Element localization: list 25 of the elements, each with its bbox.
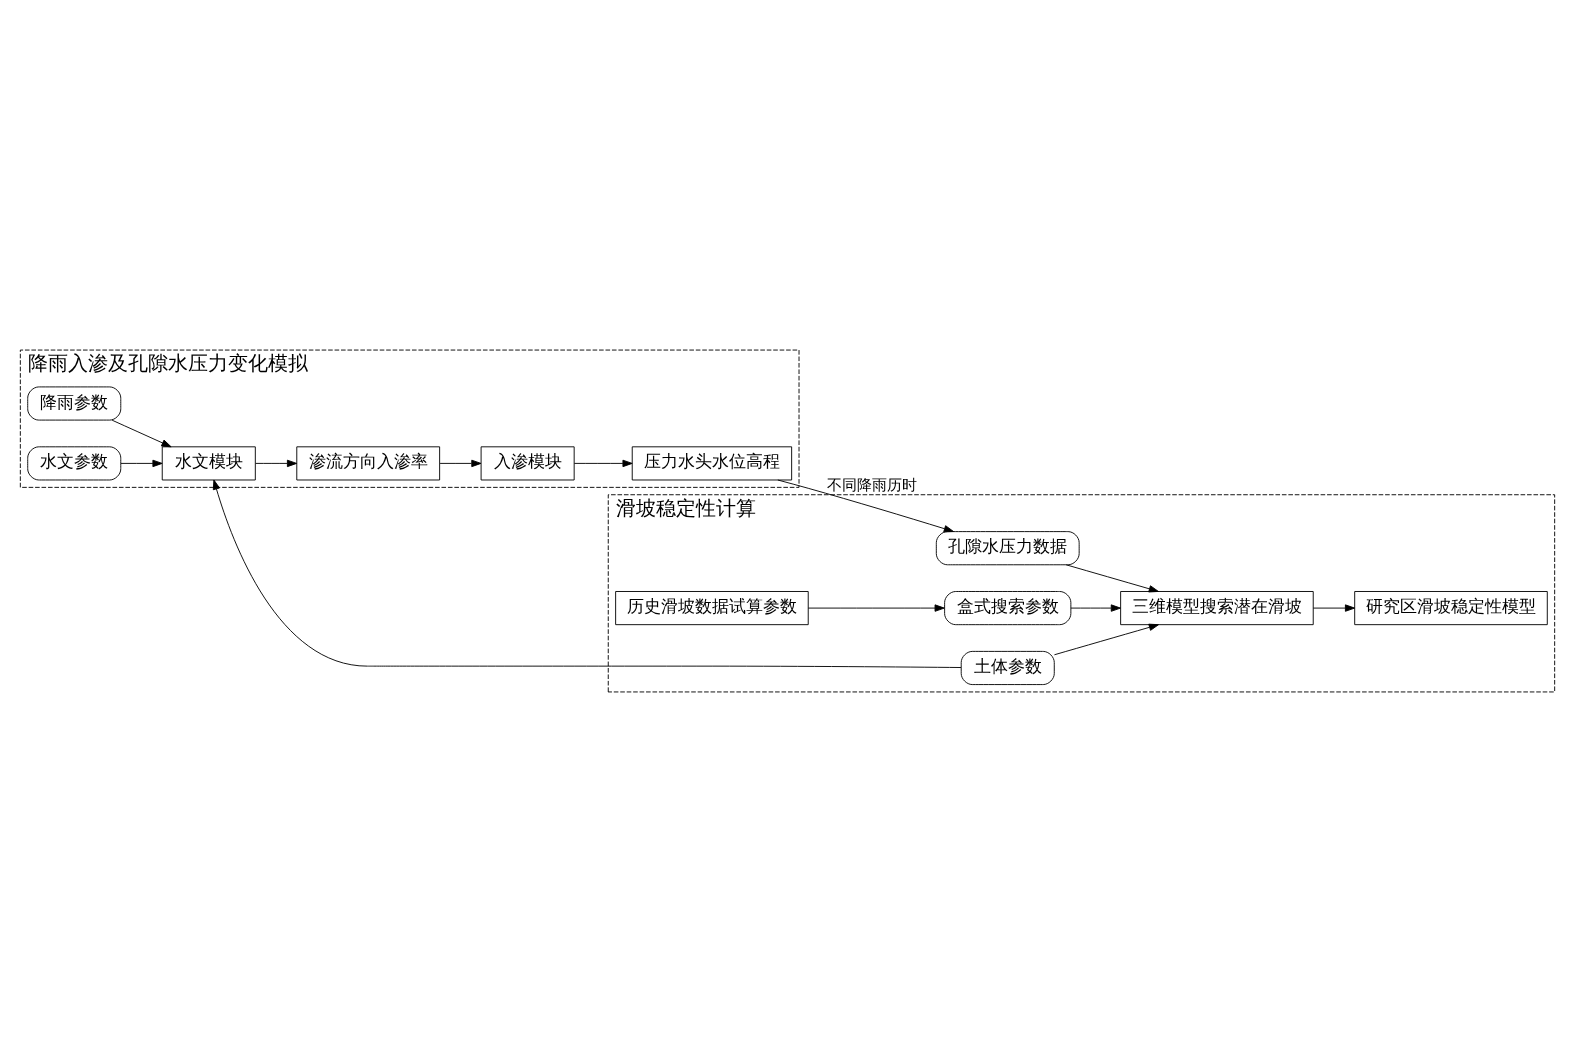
arrow <box>255 459 298 467</box>
node-box: 压力水头水位高程 <box>631 445 793 480</box>
arrow <box>439 459 482 467</box>
arrow <box>807 603 945 612</box>
arrow <box>120 459 163 467</box>
arrow <box>1312 603 1356 612</box>
node-box: 盒式搜索参数 <box>944 590 1072 625</box>
arrow <box>573 459 633 467</box>
arrow <box>777 479 954 532</box>
node-box: 水文模块 <box>161 445 256 480</box>
arrow <box>111 419 172 447</box>
node-box: 三维模型搜索潜在滑坡 <box>1120 590 1314 625</box>
node-box: 研究区滑坡稳定性模型 <box>1354 590 1548 625</box>
node-box: 历史滑坡数据试算参数 <box>615 590 809 625</box>
node-box: 孔隙水压力数据 <box>935 530 1080 565</box>
node-box: 入渗模块 <box>480 445 575 480</box>
arrow <box>1070 603 1121 612</box>
node-box: 降雨参数 <box>27 385 122 421</box>
arrow <box>1053 623 1159 655</box>
edge-label: 不同降雨历时 <box>827 475 918 493</box>
arrow <box>1065 563 1159 592</box>
node-box: 土体参数 <box>960 650 1055 685</box>
node-box: 水文参数 <box>27 445 122 480</box>
node-box: 渗流方向入渗率 <box>296 445 441 480</box>
arrow <box>212 479 962 668</box>
